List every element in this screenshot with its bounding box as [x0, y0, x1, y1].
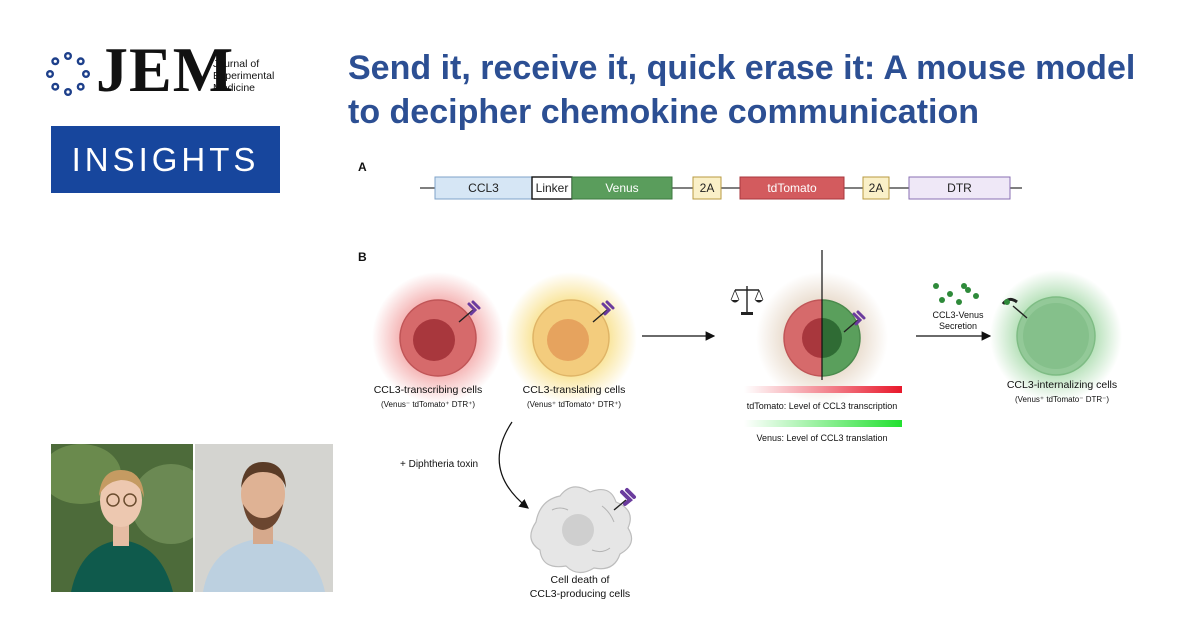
journal-name-line3: Medicine — [213, 82, 256, 94]
translating-cell-genotype: (Venus⁺ tdTomato⁺ DTR⁺) — [527, 400, 621, 409]
logo-mark-icon — [46, 52, 90, 96]
receptor-icon — [843, 310, 866, 333]
dual-reporter-cell — [756, 250, 888, 404]
journal-name-line1: Journal of — [213, 58, 260, 70]
construct-segment-label: Linker — [536, 181, 569, 195]
venus-level-label: Venus: Level of CCL3 translation — [756, 433, 887, 443]
page-title: Send it, receive it, quick erase it: A m… — [348, 46, 1188, 134]
construct-segment-label: Venus — [605, 181, 638, 195]
internalizing-cell-label: CCL3-internalizing cells — [1007, 379, 1117, 391]
construct-segments: CCL3 Linker Venus 2A tdTomato 2A DTR — [434, 176, 1011, 200]
panel-a-label: A — [358, 160, 367, 174]
cell-death-label-line2: CCL3-producing cells — [530, 588, 630, 600]
construct-segment — [862, 176, 890, 200]
journal-wordmark: JEM — [96, 34, 235, 105]
author-photo-right — [195, 444, 333, 592]
balance-scale-icon — [730, 286, 764, 315]
toxin-label: + Diphtheria toxin — [400, 459, 478, 470]
translating-cell-label: CCL3-translating cells — [523, 384, 626, 396]
construct-segment — [692, 176, 722, 200]
construct-segment-label: DTR — [947, 181, 972, 195]
transcribing-cell-label: CCL3-transcribing cells — [374, 384, 483, 396]
panel-b-label: B — [358, 250, 367, 264]
dying-cell-icon — [530, 486, 633, 574]
insights-badge: INSIGHTS — [51, 126, 280, 193]
secretion-label-line2: Secretion — [939, 321, 977, 331]
construct-segment-label: CCL3 — [468, 181, 499, 195]
construct-segment-label: 2A — [700, 181, 715, 195]
figure-diagram: A CCL3 Linker Venus 2A tdTomato 2A DTR B CCL3-… — [358, 160, 1122, 600]
construct-segment-label: 2A — [869, 181, 884, 195]
journal-name-line2: Experimental — [213, 70, 275, 82]
internalizing-cell-genotype: (Venus⁺ tdTomato⁻ DTR⁻) — [1015, 395, 1109, 404]
journal-name: Journal of Experimental Medicine — [213, 58, 274, 94]
cell-death-label-line1: Cell death of — [551, 574, 610, 586]
toxin-arrow — [498, 421, 529, 509]
receptor-icon — [1001, 297, 1028, 319]
receptor-icon — [458, 300, 481, 323]
construct-segment — [739, 176, 845, 200]
construct-segment — [571, 176, 673, 200]
author-photo-left — [51, 444, 193, 592]
tdtomato-level-label: tdTomato: Level of CCL3 transcription — [747, 401, 898, 411]
title-line2: to decipher chemokine communication — [348, 93, 980, 131]
construct-segment-label: tdTomato — [767, 181, 817, 195]
title-line1: Send it, receive it, quick erase it: A m… — [348, 49, 1136, 87]
internalizing-cell — [990, 270, 1122, 402]
secretion-label-line1: CCL3-Venus — [932, 310, 984, 320]
construct-segment — [908, 176, 1011, 200]
receptor-icon — [592, 300, 615, 323]
receptor-icon — [613, 488, 636, 511]
venus-level-bar — [744, 420, 902, 427]
secreted-chemokine-dots — [933, 283, 979, 305]
transcribing-cell-genotype: (Venus⁻ tdTomato⁺ DTR⁺) — [381, 400, 475, 409]
tdtomato-level-bar — [744, 386, 902, 393]
